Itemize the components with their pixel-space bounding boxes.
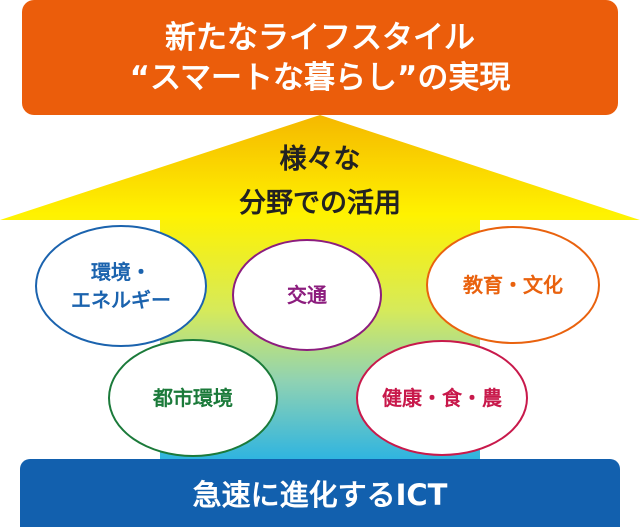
- field-label: 環境・: [91, 260, 151, 284]
- field-label: 教育・文化: [463, 273, 563, 297]
- field-label: エネルギー: [71, 288, 171, 312]
- goal-title-line1: 新たなライフスタイル: [165, 19, 475, 56]
- field-oval-health: 健康・食・農: [356, 340, 528, 456]
- arrow-label-line1: 様々な: [279, 144, 361, 175]
- foundation-box: 急速に進化するICT: [20, 459, 620, 527]
- field-label: 交通: [287, 283, 327, 307]
- field-label: 都市環境: [153, 386, 233, 410]
- field-oval-urban: 都市環境: [108, 339, 278, 457]
- field-oval-transport: 交通: [232, 239, 382, 351]
- goal-title-line2: “スマートな暮らし”の実現: [129, 59, 511, 96]
- field-label: 健康・食・農: [382, 386, 502, 410]
- goal-box: 新たなライフスタイル “スマートな暮らし”の実現: [22, 0, 618, 115]
- arrow-label-line2: 分野での活用: [239, 188, 401, 219]
- field-oval-env-energy: 環境・ エネルギー: [35, 225, 207, 347]
- arrow-label: 様々な 分野での活用: [200, 138, 440, 226]
- field-oval-education: 教育・文化: [426, 226, 600, 344]
- foundation-label: 急速に進化するICT: [192, 478, 448, 512]
